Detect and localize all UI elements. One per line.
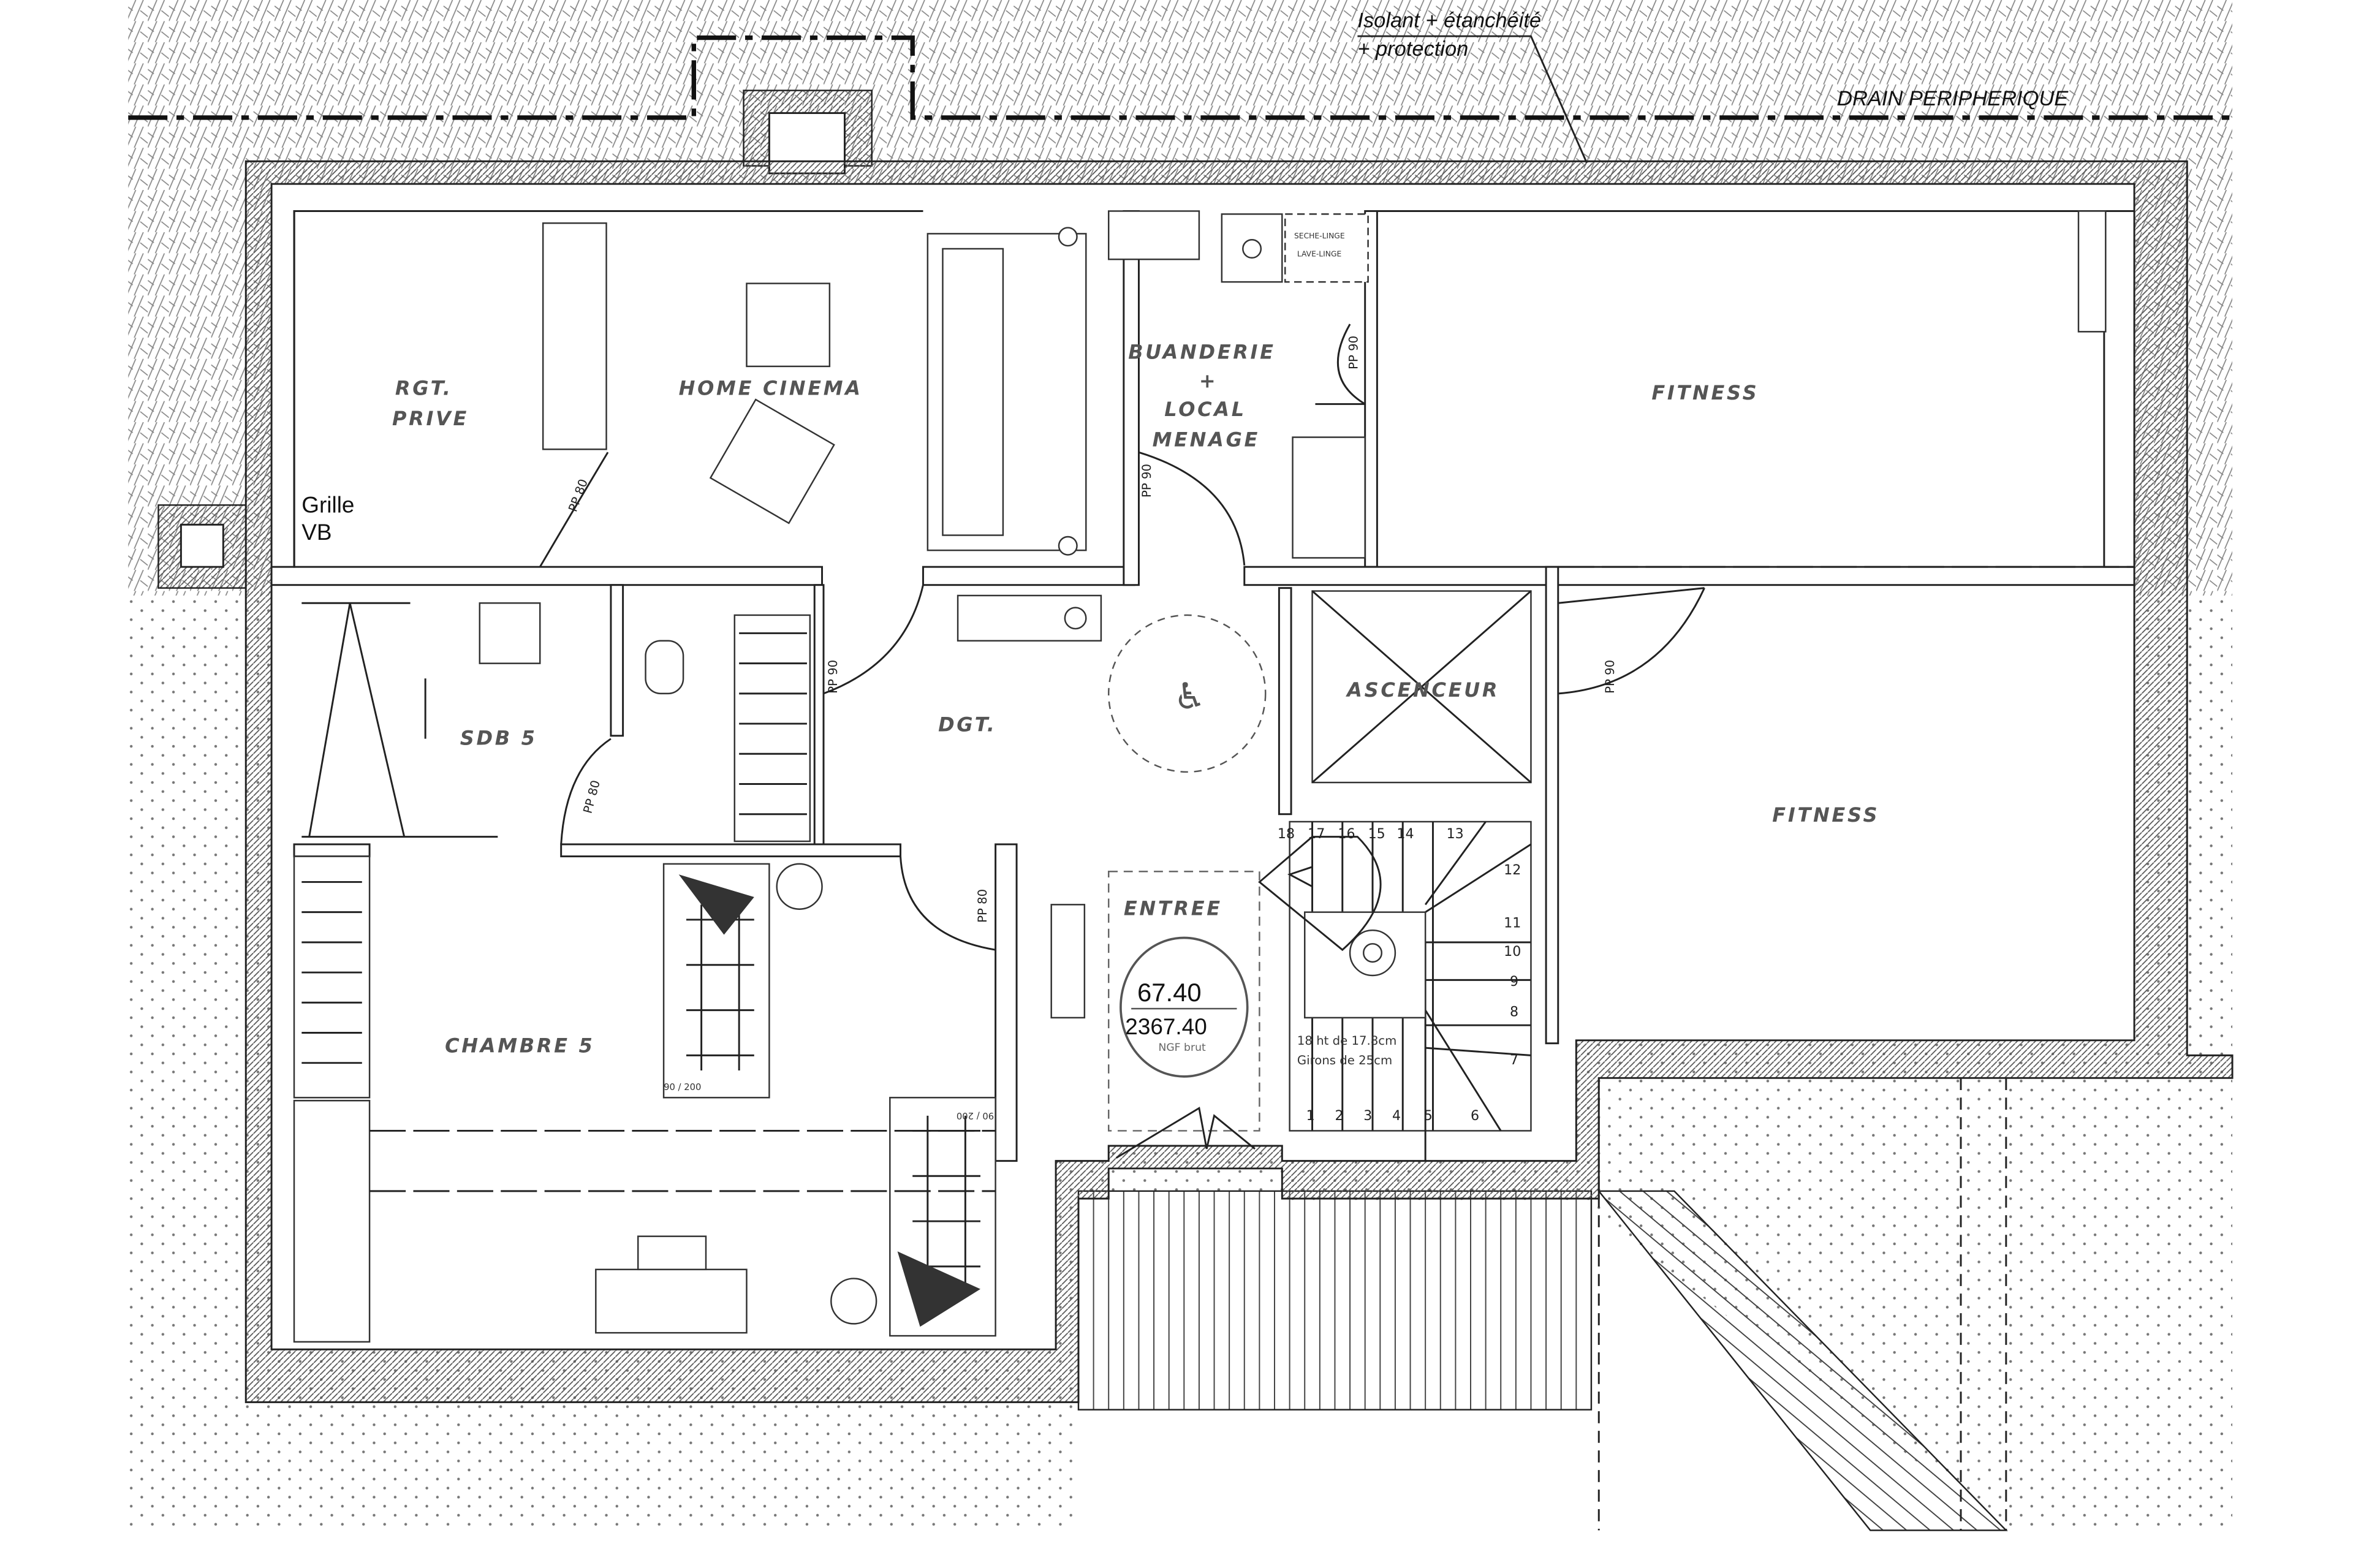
room-label-buanderie-4: MENAGE [1153,428,1260,451]
door-swings [539,324,1705,951]
svg-text:5: 5 [1424,1108,1433,1124]
wheelchair-turning-circle [1108,614,1267,773]
svg-text:3: 3 [1363,1108,1372,1124]
stairs-note-2: Girons de 25cm [1297,1053,1392,1067]
svg-text:14: 14 [1396,826,1414,842]
svg-text:10: 10 [1504,944,1521,960]
level-absolute: 2367.40 [1125,1014,1207,1039]
svg-text:12: 12 [1504,862,1521,878]
staircase: 18 ht de 17.8cm Girons de 25cm 1 2 3 4 5… [1258,820,1532,1161]
room-label-rgt-prive-2: PRIVE [392,407,469,430]
wheelchair-icon: ♿ [1173,675,1206,717]
dryer-label: SECHE-LINGE [1294,232,1345,240]
interior-walls [270,210,2135,1162]
washer-label: LAVE-LINGE [1297,249,1341,258]
room-label-rgt-prive: RGT. [395,377,453,400]
insulation-label: Isolant + étanchéité [1357,9,1541,32]
grille-label-2: VB [301,520,332,545]
drain-line [128,35,2233,120]
room-label-sdb: SDB 5 [460,727,537,750]
grille-label: Grille [301,493,354,518]
drain-label: DRAIN PERIPHERIQUE [1837,87,2069,110]
door-label: PP 80 [976,889,990,923]
door-label: PP 90 [1346,336,1360,369]
leader-line [1357,35,1588,164]
door-label: PP 90 [1140,464,1154,498]
svg-text:8: 8 [1510,1004,1518,1020]
door-label: PP 90 [1603,660,1617,694]
bed-size: 90 / 200 [664,1082,701,1093]
room-label-dgt: DGT. [938,713,997,736]
svg-text:4: 4 [1392,1108,1401,1124]
svg-text:17: 17 [1308,826,1325,842]
room-label-buanderie-3: LOCAL [1164,398,1246,421]
level-marker [1120,936,1249,1078]
entry-door[interactable] [1115,1107,1256,1159]
room-label-buanderie: BUANDERIE [1128,341,1275,364]
svg-text:2: 2 [1335,1108,1343,1124]
svg-text:7: 7 [1510,1052,1518,1068]
svg-text:1: 1 [1306,1108,1315,1124]
svg-text:15: 15 [1368,826,1385,842]
entree-zone [1108,870,1260,1132]
svg-text:11: 11 [1504,915,1521,931]
svg-text:18: 18 [1278,826,1295,842]
level-relative: 67.40 [1137,978,1202,1007]
room-label-ascenseur: ASCENCEUR [1345,678,1499,702]
room-label-entree: ENTREE [1124,897,1222,920]
stairs-note: 18 ht de 17.8cm [1297,1034,1396,1048]
room-label-buanderie-2: + [1199,369,1218,392]
room-label-home-cinema: HOME CINEMA [679,377,863,400]
insulation-label-2: + protection [1357,37,1468,61]
elevator [1311,590,1532,784]
svg-text:16: 16 [1338,826,1355,842]
level-reference: NGF brut [1158,1042,1206,1054]
svg-text:9: 9 [1510,974,1518,990]
entry-deck [1077,1190,1593,1411]
room-label-fitness-2: FITNESS [1772,803,1879,827]
svg-text:6: 6 [1471,1108,1479,1124]
door-label: PP 90 [826,660,840,694]
furniture: SECHE-LINGE LAVE-LINGE 90 / 200 90 / 200 [293,210,2135,1343]
bed-size: 90 / 200 [957,1110,994,1121]
svg-text:13: 13 [1447,826,1464,842]
room-label-chambre: CHAMBRE 5 [445,1034,594,1057]
room-label-fitness: FITNESS [1651,381,1759,404]
